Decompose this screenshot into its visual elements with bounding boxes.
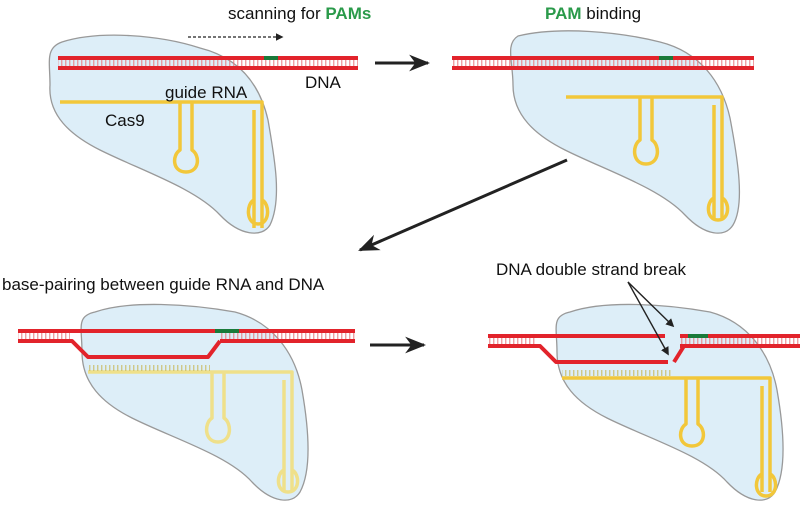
guide-rna	[88, 365, 300, 494]
dna-strand-displaced	[18, 339, 222, 359]
base-pairing-label: base-pairing between guide RNA and DNA	[2, 275, 325, 294]
cas9-protein	[80, 303, 309, 501]
panel-scanning: scanning for PAMs DNA guide RNA Cas9	[48, 4, 371, 234]
panel-double-strand-break: DNA double strand break	[488, 260, 800, 501]
pam-binding-label: PAM binding	[545, 4, 641, 23]
dna-label: DNA	[305, 73, 342, 92]
cas9-protein	[509, 30, 741, 234]
diagonal-arrow-icon	[358, 158, 568, 252]
dna-strand-top	[488, 334, 800, 348]
guide-rna	[562, 370, 778, 498]
pam-site	[264, 56, 278, 60]
panel-pam-binding: PAM binding	[452, 4, 754, 234]
dna-strand-top	[18, 329, 355, 343]
panel-base-pairing: base-pairing between guide RNA and DNA	[2, 275, 355, 501]
pam-site	[215, 329, 239, 333]
break-pointer-arrow	[627, 281, 669, 356]
dna-strand-cut-end	[672, 344, 686, 364]
dna-double-strand	[452, 56, 754, 70]
dna-strand-displaced	[488, 344, 668, 364]
dna-double-strand	[58, 56, 358, 70]
guide-rna	[566, 95, 730, 222]
break-pointer-arrow	[627, 281, 675, 328]
cas9-protein	[48, 34, 278, 234]
pam-site	[688, 334, 708, 338]
cas9-label: Cas9	[105, 111, 145, 130]
cas9-protein	[555, 303, 784, 501]
pam-site	[659, 56, 673, 60]
double-strand-break-label: DNA double strand break	[496, 260, 686, 279]
guide-rna	[60, 100, 270, 228]
scanning-label: scanning for PAMs	[228, 4, 371, 23]
guide-rna-label: guide RNA	[165, 83, 248, 102]
